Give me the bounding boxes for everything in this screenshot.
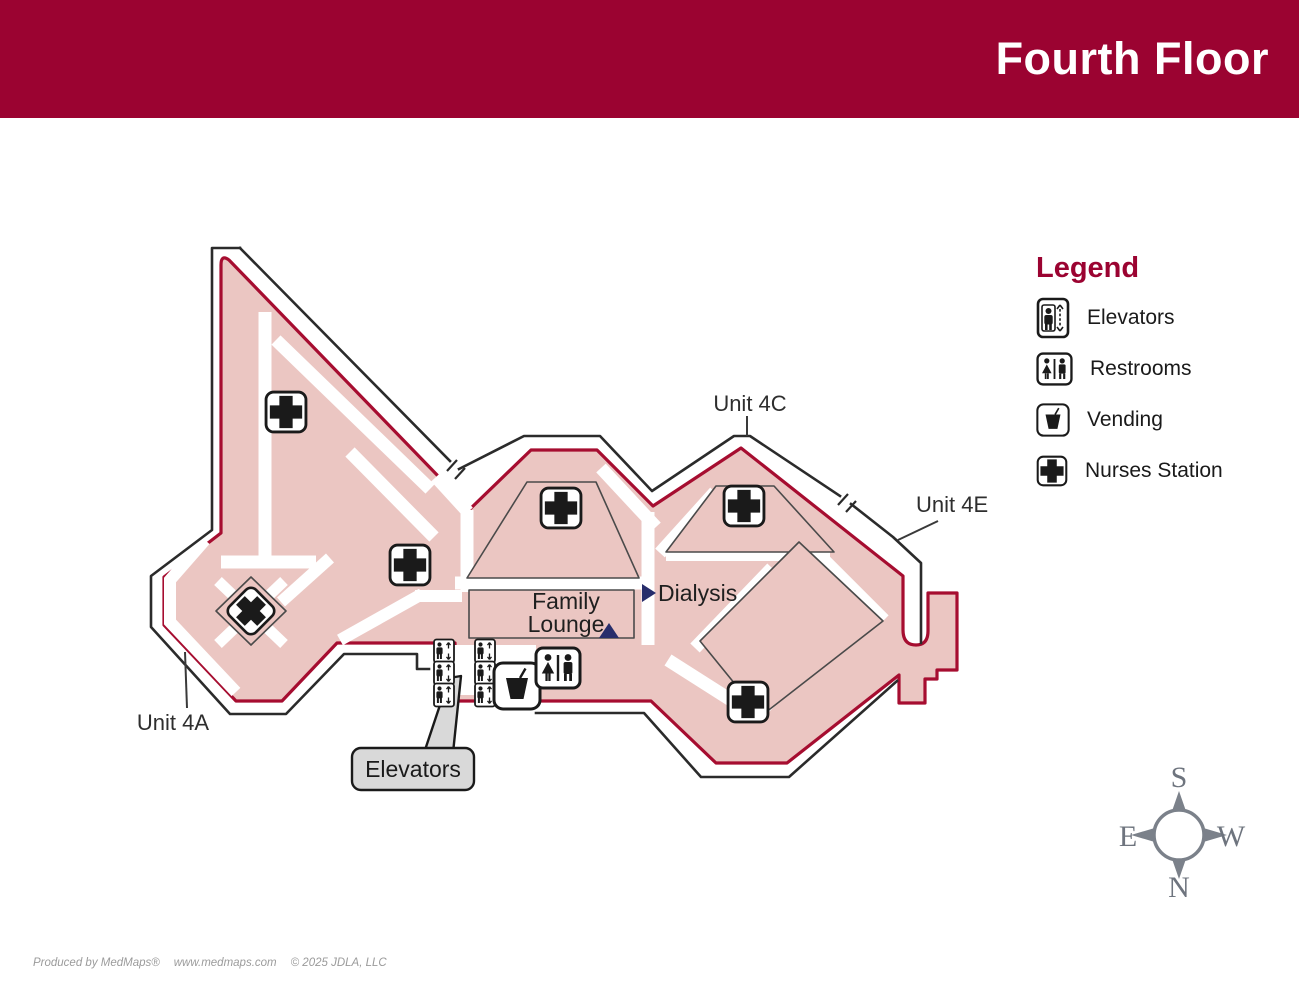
room-central xyxy=(466,481,640,579)
nurses-station-icon xyxy=(1036,455,1068,487)
family-lounge-line2: Lounge xyxy=(527,611,605,637)
legend-row-vending: Vending xyxy=(1036,401,1276,439)
nurses-station-icon xyxy=(388,543,432,587)
compass-rose: S N E W xyxy=(1119,761,1246,904)
unit-4e-leader xyxy=(897,520,939,541)
unit-4e-label: Unit 4E xyxy=(916,492,989,517)
legend-label-nurses-station: Nurses Station xyxy=(1085,459,1223,482)
callout-box xyxy=(350,746,476,792)
legend-row-restrooms: Restrooms xyxy=(1036,350,1276,388)
family-lounge-line1: Family xyxy=(532,588,600,614)
nurses-station-icon xyxy=(722,484,766,528)
header-bar: Fourth Floor xyxy=(0,0,1299,118)
legend-title: Legend xyxy=(1036,252,1140,284)
family-lounge-marker-triangle xyxy=(599,623,619,638)
unit-4a-label: Unit 4A xyxy=(136,710,210,735)
compass-north-label: N xyxy=(1168,871,1190,904)
vending-icon xyxy=(1036,403,1070,437)
elevator-icon xyxy=(474,638,496,664)
elevator-icon xyxy=(433,660,455,686)
vending-icon xyxy=(492,661,542,711)
nurses-station-icon xyxy=(726,680,770,724)
dialysis-label: Dialysis xyxy=(658,580,738,606)
legend: Legend Elevators Restrooms Vending Nurse… xyxy=(1036,252,1276,503)
compass-south-label: S xyxy=(1171,761,1188,794)
nurses-station-icon xyxy=(264,390,308,434)
legend-row-nurses-station: Nurses Station xyxy=(1036,452,1276,490)
leader-lines xyxy=(184,416,939,709)
elevator-icon xyxy=(1036,297,1070,339)
elevator-icon xyxy=(433,682,455,708)
nurses-station-icon xyxy=(539,486,583,530)
restrooms-icon xyxy=(1036,352,1073,386)
dialysis-marker-triangle xyxy=(642,584,656,602)
compass-east-label: E xyxy=(1119,820,1137,853)
footer-copyright: © 2025 JDLA, LLC xyxy=(290,957,387,969)
legend-label-vending: Vending xyxy=(1087,408,1163,431)
page-title: Fourth Floor xyxy=(995,33,1269,84)
restrooms-icon xyxy=(534,646,582,690)
building-outline xyxy=(149,246,923,779)
footer-produced-by: Produced by MedMaps® xyxy=(33,957,160,969)
footer-credit: Produced by MedMaps® www.medmaps.com © 202… xyxy=(33,957,401,969)
elevator-icon xyxy=(433,638,455,664)
elevator-icon xyxy=(474,682,496,708)
legend-label-elevators: Elevators xyxy=(1087,306,1175,329)
unit-4a-leader xyxy=(184,651,188,709)
family-lounge-label: Family Lounge xyxy=(486,590,646,636)
footer-website: www.medmaps.com xyxy=(173,957,277,969)
unit-4c-label: Unit 4C xyxy=(713,391,787,416)
legend-row-elevators: Elevators xyxy=(1036,297,1276,339)
legend-label-restrooms: Restrooms xyxy=(1090,357,1192,380)
elevator-icon xyxy=(474,660,496,686)
elevators-callout-label: Elevators xyxy=(365,756,461,782)
compass-west-label: W xyxy=(1217,820,1246,853)
